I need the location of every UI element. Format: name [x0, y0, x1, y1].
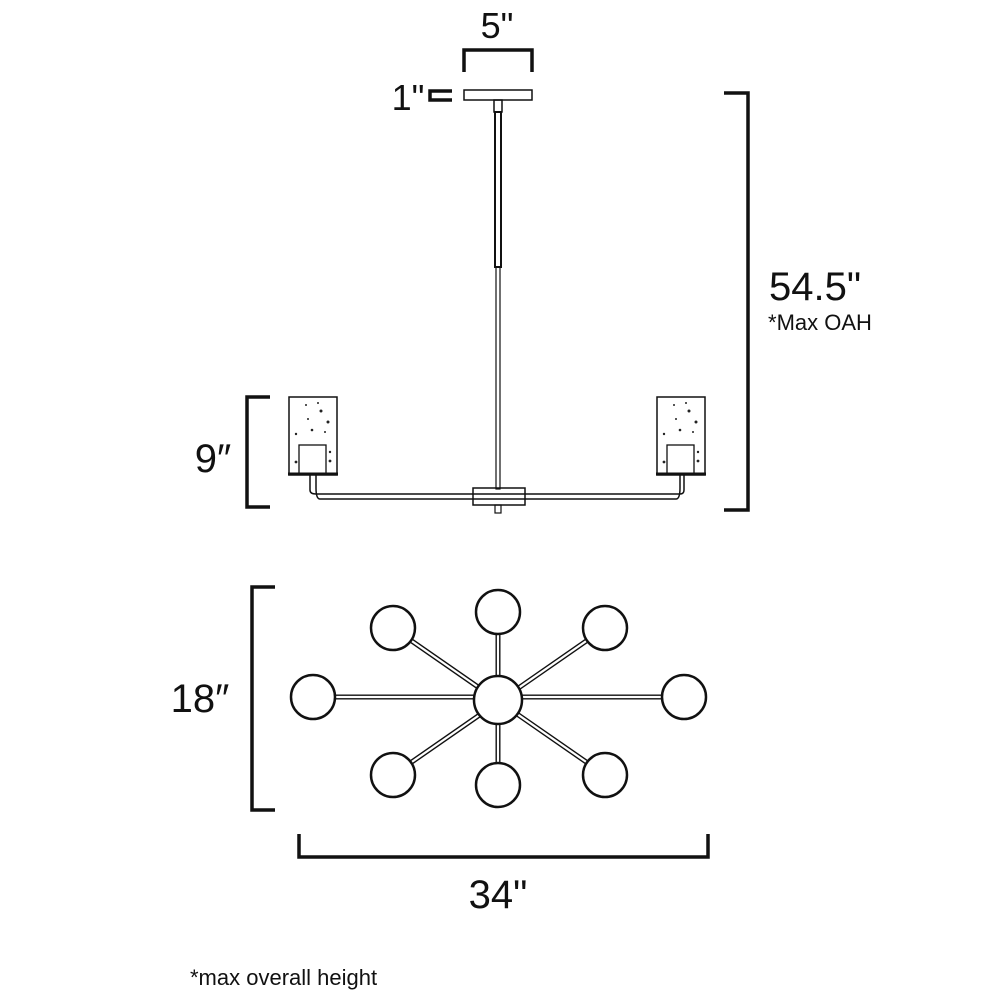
overall-height-note: *Max OAH — [768, 310, 872, 335]
shade-height-label: 9″ — [195, 437, 231, 481]
stem-lower — [495, 266, 501, 490]
canopy-width-label: 5" — [481, 5, 514, 46]
shade-left — [288, 396, 338, 476]
canopy-connector — [493, 99, 503, 113]
footnote: *max overall height — [190, 965, 377, 990]
depth-label: 18″ — [171, 677, 230, 721]
top-view — [289, 588, 708, 809]
overall-height-bracket — [724, 91, 750, 512]
overall-height-label: 54.5" — [769, 265, 861, 309]
center-hub — [472, 487, 526, 506]
canopy-height-label: 1" — [392, 77, 425, 118]
stem-upper — [494, 111, 502, 268]
canopy-height-bracket — [428, 89, 452, 102]
arm-inner — [315, 474, 681, 500]
width-bracket — [297, 834, 710, 859]
finial — [494, 504, 502, 514]
width-label: 34" — [469, 873, 528, 917]
canopy-width-bracket — [462, 48, 534, 72]
shade-height-bracket — [245, 395, 270, 509]
canopy — [463, 89, 533, 101]
arm-outer — [309, 474, 685, 495]
shade-right — [656, 396, 706, 476]
depth-bracket — [250, 585, 275, 812]
